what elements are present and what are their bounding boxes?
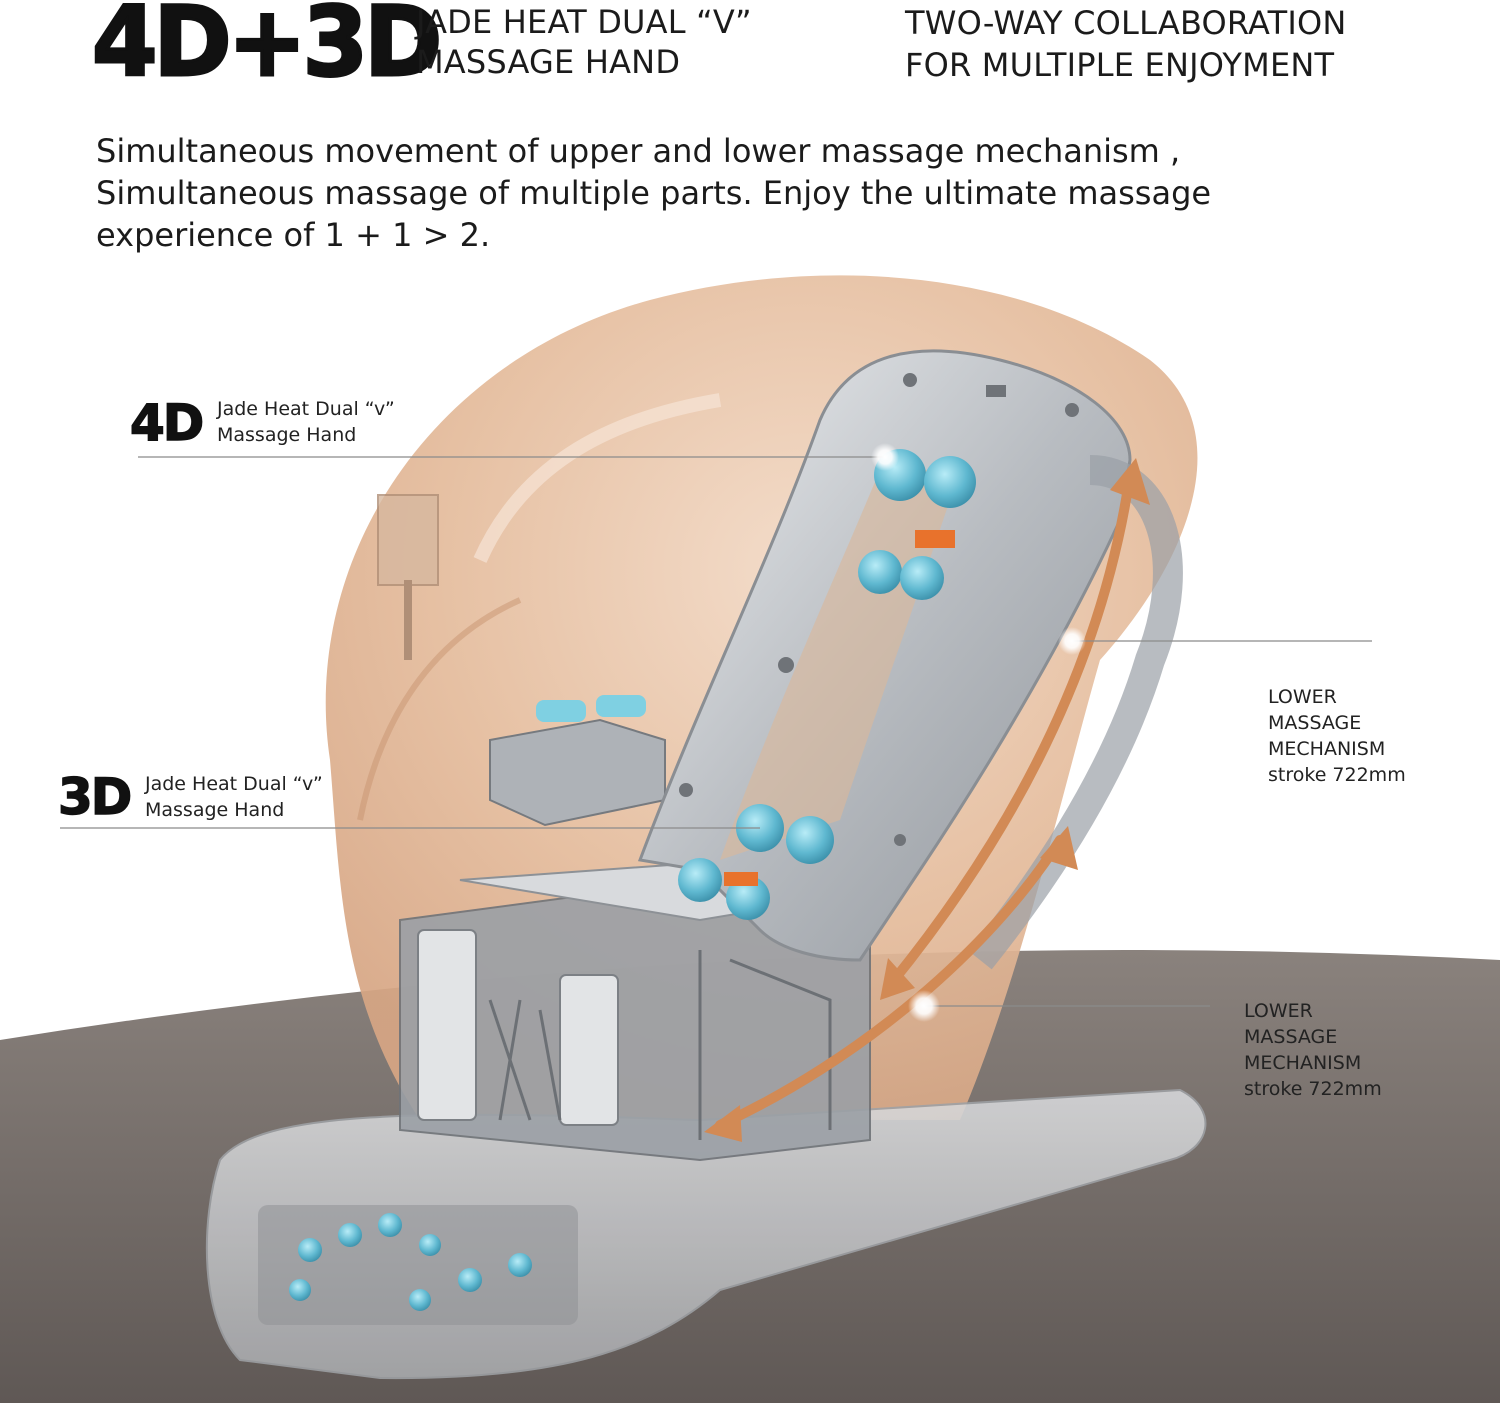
description-line-2: Simultaneous massage of multiple parts. … [96, 174, 1212, 212]
headline-subtitle-right: TWO-WAY COLLABORATION FOR MULTIPLE ENJOY… [905, 2, 1347, 86]
callout-right-top-line-3: MECHANISM [1268, 738, 1386, 760]
headline-4d-3d: 4D+3D [91, 0, 444, 98]
subtitle-right-line-1: TWO-WAY COLLABORATION [905, 4, 1347, 42]
callout-3d-line-2: Massage Hand [145, 799, 285, 821]
lower-rollers [678, 804, 834, 920]
subtitle-left-line-1: JADE HEAT DUAL “V” [416, 3, 752, 41]
subtitle-left-line-2: MASSAGE HAND [416, 43, 681, 81]
callout-3d-line-1: Jade Heat Dual “v” [145, 773, 323, 795]
callout-right-bottom: LOWER MASSAGE MECHANISM stroke 722mm [1244, 998, 1382, 1102]
callout-right-top-line-4: stroke 722mm [1268, 764, 1406, 786]
foot-rollers [289, 1213, 532, 1311]
callout-right-bottom-line-1: LOWER [1244, 1000, 1313, 1022]
callout-4d-line-2: Massage Hand [217, 424, 357, 446]
callout-3d-badge: 3D [57, 768, 133, 826]
description-line-1: Simultaneous movement of upper and lower… [96, 132, 1181, 170]
callout-right-top-line-2: MASSAGE [1268, 712, 1362, 734]
callout-right-bottom-line-4: stroke 722mm [1244, 1078, 1382, 1100]
callout-4d-text: Jade Heat Dual “v” Massage Hand [217, 396, 395, 448]
callout-3d-text: Jade Heat Dual “v” Massage Hand [145, 771, 323, 823]
subtitle-right-line-2: FOR MULTIPLE ENJOYMENT [905, 46, 1335, 84]
callout-right-bottom-line-2: MASSAGE [1244, 1026, 1338, 1048]
callout-4d-line-1: Jade Heat Dual “v” [217, 398, 395, 420]
feature-description: Simultaneous movement of upper and lower… [96, 130, 1296, 256]
callout-right-top: LOWER MASSAGE MECHANISM stroke 722mm [1268, 684, 1406, 788]
callout-4d-badge: 4D [129, 394, 205, 452]
callout-right-top-line-1: LOWER [1268, 686, 1337, 708]
description-line-3: experience of 1 + 1 > 2. [96, 216, 491, 254]
callout-dots [871, 443, 1086, 1022]
callout-right-bottom-line-3: MECHANISM [1244, 1052, 1362, 1074]
headline-subtitle-left: JADE HEAT DUAL “V” MASSAGE HAND [416, 2, 752, 82]
